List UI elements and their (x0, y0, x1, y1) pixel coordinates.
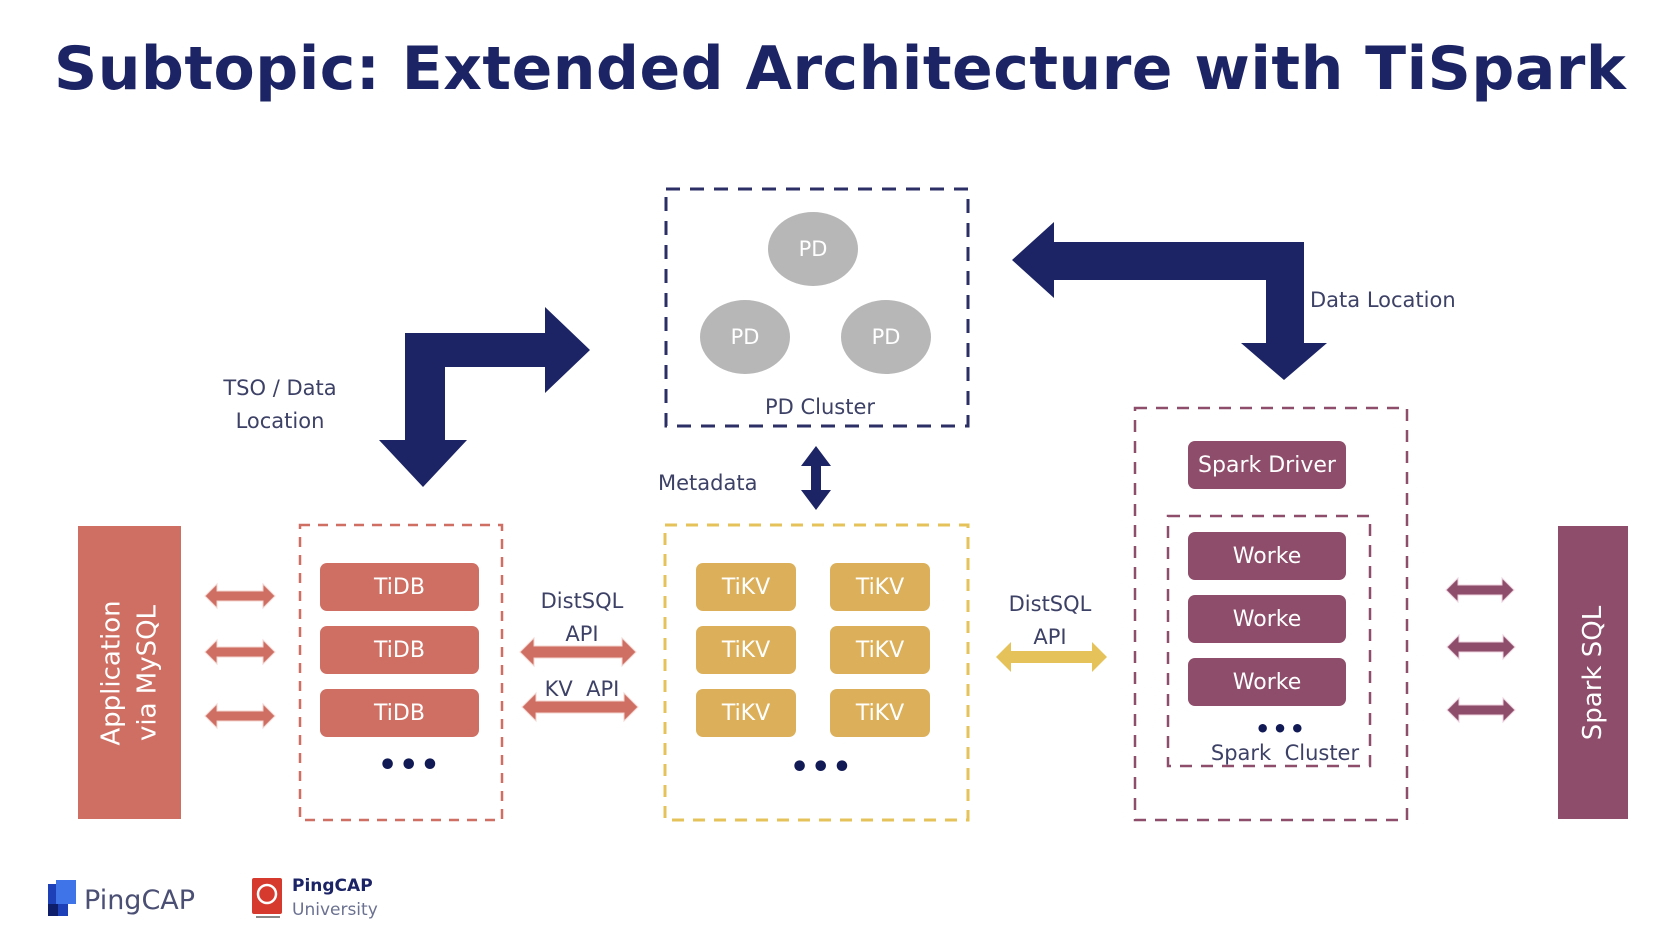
pingcap-logo-text: PingCAP (84, 884, 196, 916)
app-tidb-arrow-2 (204, 638, 276, 666)
spark-sql-label: Spark SQL (1578, 605, 1608, 740)
tso-label-line1: TSO / Data (223, 376, 337, 400)
tidb-node: TiDB (320, 626, 479, 674)
application-bar: Application via MySQL (78, 526, 181, 819)
distsql-right-arrow (996, 642, 1107, 672)
slide-title: Subtopic: Extended Architecture with TiS… (54, 34, 1627, 104)
tikv-node: TiKV (696, 689, 796, 737)
spark-outer-box (1133, 406, 1409, 822)
tikv-node: TiKV (696, 563, 796, 611)
data-location-label: Data Location (1310, 288, 1456, 312)
distsql-right-label: DistSQL API (990, 588, 1110, 654)
spark-worker-node: Worke (1188, 532, 1346, 580)
data-location-arrow (1012, 222, 1327, 380)
pingcap-university-logo: PingCAP University (250, 874, 378, 922)
pd-node: PD (700, 300, 790, 374)
spark-more-ellipsis: ••• (1255, 715, 1308, 743)
pingcap-logo-icon (48, 880, 76, 916)
spark-sql-arrow-2 (1446, 633, 1516, 661)
tikv-node: TiKV (696, 626, 796, 674)
pd-node: PD (841, 300, 931, 374)
tso-data-location-arrow (379, 307, 590, 487)
tikv-cluster-box (663, 523, 970, 822)
tikv-more-ellipsis: ••• (790, 750, 854, 785)
distsql-left-label: DistSQL API (522, 585, 642, 651)
university-text: PingCAP University (292, 874, 378, 922)
app-tidb-arrow-1 (204, 582, 276, 610)
pingcap-logo: PingCAP (46, 880, 195, 920)
pd-node: PD (768, 212, 858, 286)
spark-sql-bar: Spark SQL (1558, 526, 1628, 819)
tikv-node: TiKV (830, 626, 930, 674)
pd-cluster-box (664, 187, 970, 428)
app-tidb-arrow-3 (204, 702, 276, 730)
spark-sql-arrow-3 (1446, 696, 1516, 724)
distsql-right-line2: API (1033, 625, 1067, 649)
kv-api-arrow (521, 691, 639, 723)
spark-sql-arrow-1 (1445, 576, 1515, 604)
distsql-left-arrow (519, 636, 637, 668)
spark-worker-node: Worke (1188, 595, 1346, 643)
distsql-left-line1: DistSQL (540, 589, 624, 613)
tikv-node: TiKV (830, 563, 930, 611)
tidb-node: TiDB (320, 689, 479, 737)
application-label: Application via MySQL (94, 600, 166, 745)
spark-cluster-box (1166, 514, 1372, 768)
university-line2: University (292, 900, 378, 920)
metadata-arrow (801, 446, 831, 510)
pd-cluster-label: PD Cluster (764, 395, 876, 419)
spark-worker-node: Worke (1188, 658, 1346, 706)
kv-api-label: KV API (544, 677, 620, 701)
distsql-right-line1: DistSQL (1008, 592, 1092, 616)
spark-driver-node: Spark Driver (1188, 441, 1346, 489)
tidb-cluster-box (298, 523, 504, 822)
distsql-left-line2: API (565, 622, 599, 646)
metadata-label: Metadata (658, 471, 758, 495)
university-line1: PingCAP (292, 876, 373, 896)
spark-cluster-label: Spark Cluster (1210, 741, 1360, 765)
tso-data-location-label: TSO / Data Location (205, 372, 355, 438)
university-book-icon (252, 878, 282, 918)
tidb-more-ellipsis: ••• (378, 748, 442, 783)
application-line1: Application (96, 599, 127, 746)
tikv-node: TiKV (830, 689, 930, 737)
tidb-node: TiDB (320, 563, 479, 611)
tso-label-line2: Location (235, 409, 325, 433)
application-line2: via MySQL (132, 604, 163, 741)
